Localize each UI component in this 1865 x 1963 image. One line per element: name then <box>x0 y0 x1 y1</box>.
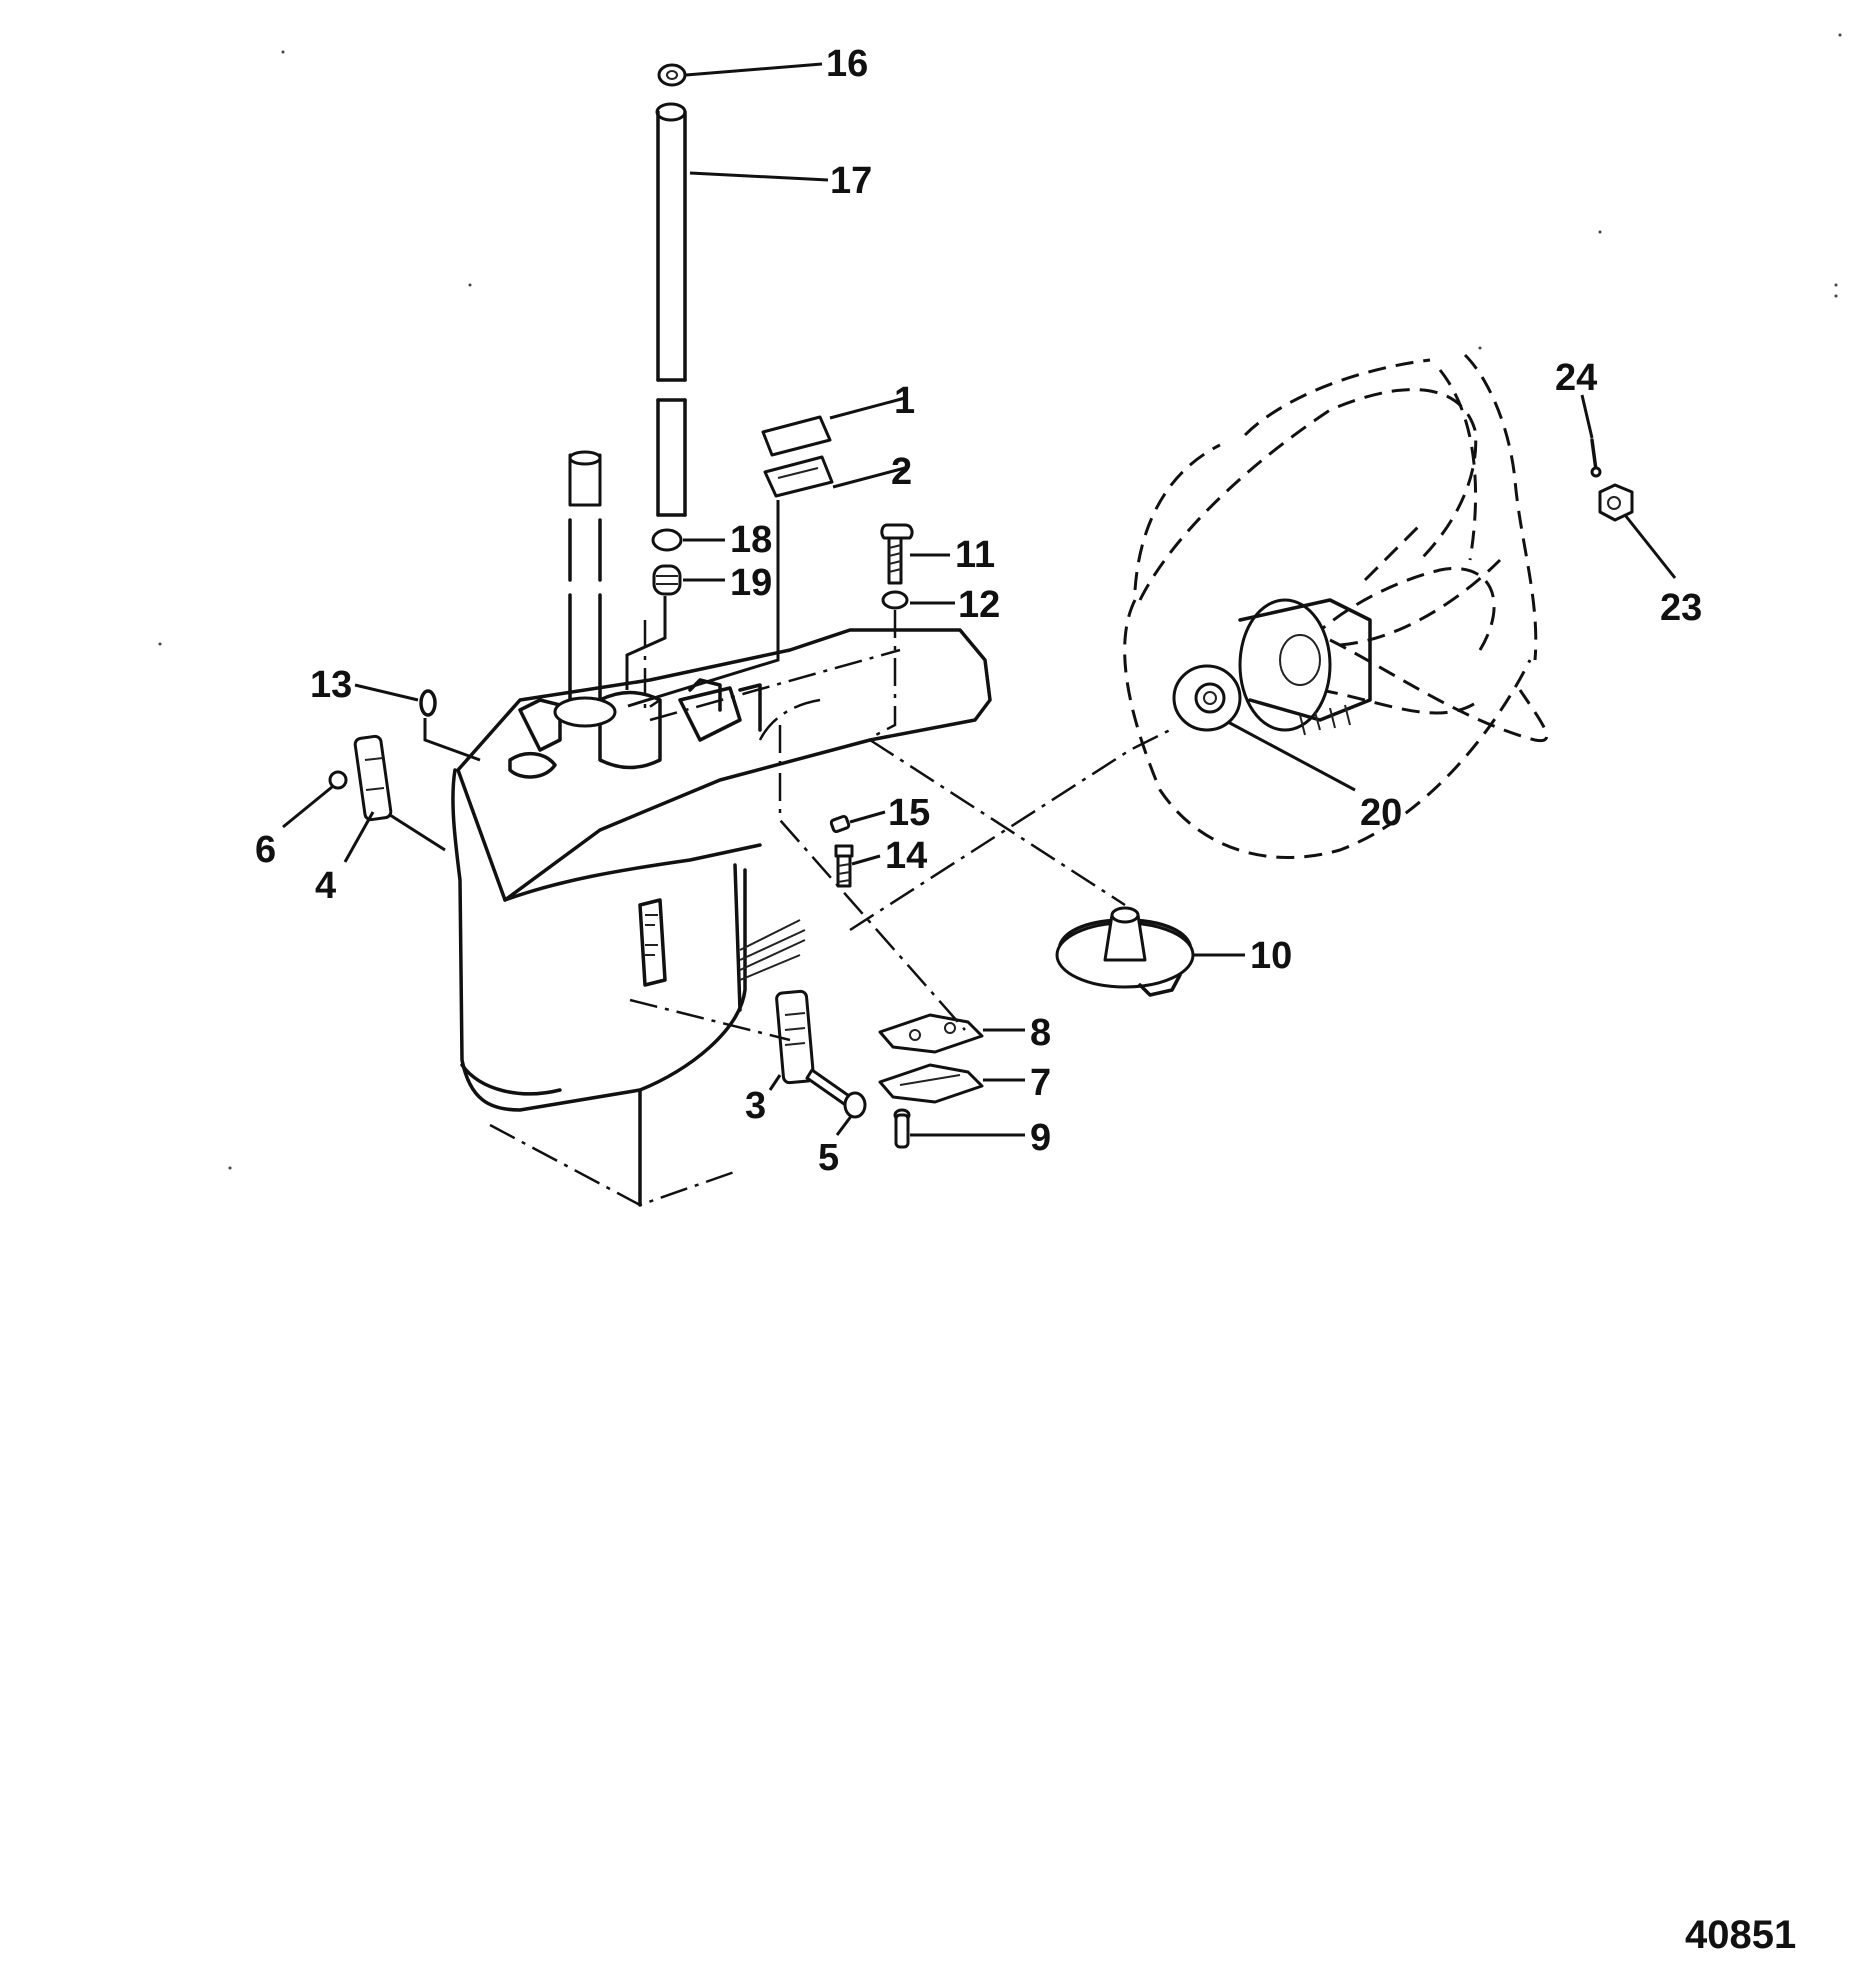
part-15-nut <box>829 814 851 834</box>
callout-10: 10 <box>1250 935 1292 977</box>
part-4-anode <box>353 734 393 822</box>
callout-15: 15 <box>888 792 930 834</box>
callout-19: 19 <box>730 562 772 604</box>
part-23-prop-nut <box>1598 483 1634 522</box>
callout-16: 16 <box>826 43 868 85</box>
gear-housing <box>451 628 992 1207</box>
part-16-nut <box>657 63 687 87</box>
callout-labels: 16 17 1 2 18 19 11 12 13 6 4 15 14 10 20… <box>255 43 1702 1179</box>
part-13-o-ring <box>419 689 437 717</box>
callout-6: 6 <box>255 829 276 871</box>
figure-number: 40851 <box>1685 1913 1796 1957</box>
part-14-screw <box>834 844 854 888</box>
part-6-screw <box>328 770 348 790</box>
part-12-washer <box>881 590 909 610</box>
callout-13: 13 <box>310 664 352 706</box>
callout-5: 5 <box>818 1137 839 1179</box>
leader-lines <box>282 62 1677 1137</box>
callout-4: 4 <box>315 865 336 907</box>
drive-shaft <box>568 450 602 707</box>
callout-23: 23 <box>1660 587 1702 629</box>
callout-8: 8 <box>1030 1012 1051 1054</box>
callout-18: 18 <box>730 519 772 561</box>
alignment-lines <box>629 610 1171 1042</box>
callout-14: 14 <box>885 835 927 877</box>
callout-1: 1 <box>894 380 915 422</box>
part-24-cotter-pin <box>1590 438 1602 478</box>
callout-17: 17 <box>830 160 872 202</box>
callout-7: 7 <box>1030 1062 1051 1104</box>
part-11-screw <box>880 523 914 585</box>
callout-9: 9 <box>1030 1117 1051 1159</box>
part-20-thrust-washer <box>1172 664 1242 732</box>
part-5-screw <box>805 1068 867 1119</box>
part-1-shim <box>761 415 832 457</box>
part-9-screw <box>893 1108 911 1149</box>
callout-11: 11 <box>955 534 995 576</box>
propeller-outline <box>1123 353 1549 859</box>
callout-3: 3 <box>745 1085 766 1127</box>
callout-2: 2 <box>891 451 912 493</box>
callout-24: 24 <box>1555 357 1597 399</box>
part-19-bushing <box>652 564 682 596</box>
callout-20: 20 <box>1360 792 1402 834</box>
part-2-shim <box>763 455 834 498</box>
scan-specks <box>158 33 1842 1170</box>
part-10-cover <box>1055 906 1195 997</box>
part-7-plate <box>878 1063 984 1104</box>
part-17-shift-rod <box>655 102 687 517</box>
callout-12: 12 <box>958 584 1000 626</box>
part-8-plate <box>878 1013 984 1054</box>
part-18-bushing <box>651 528 683 552</box>
